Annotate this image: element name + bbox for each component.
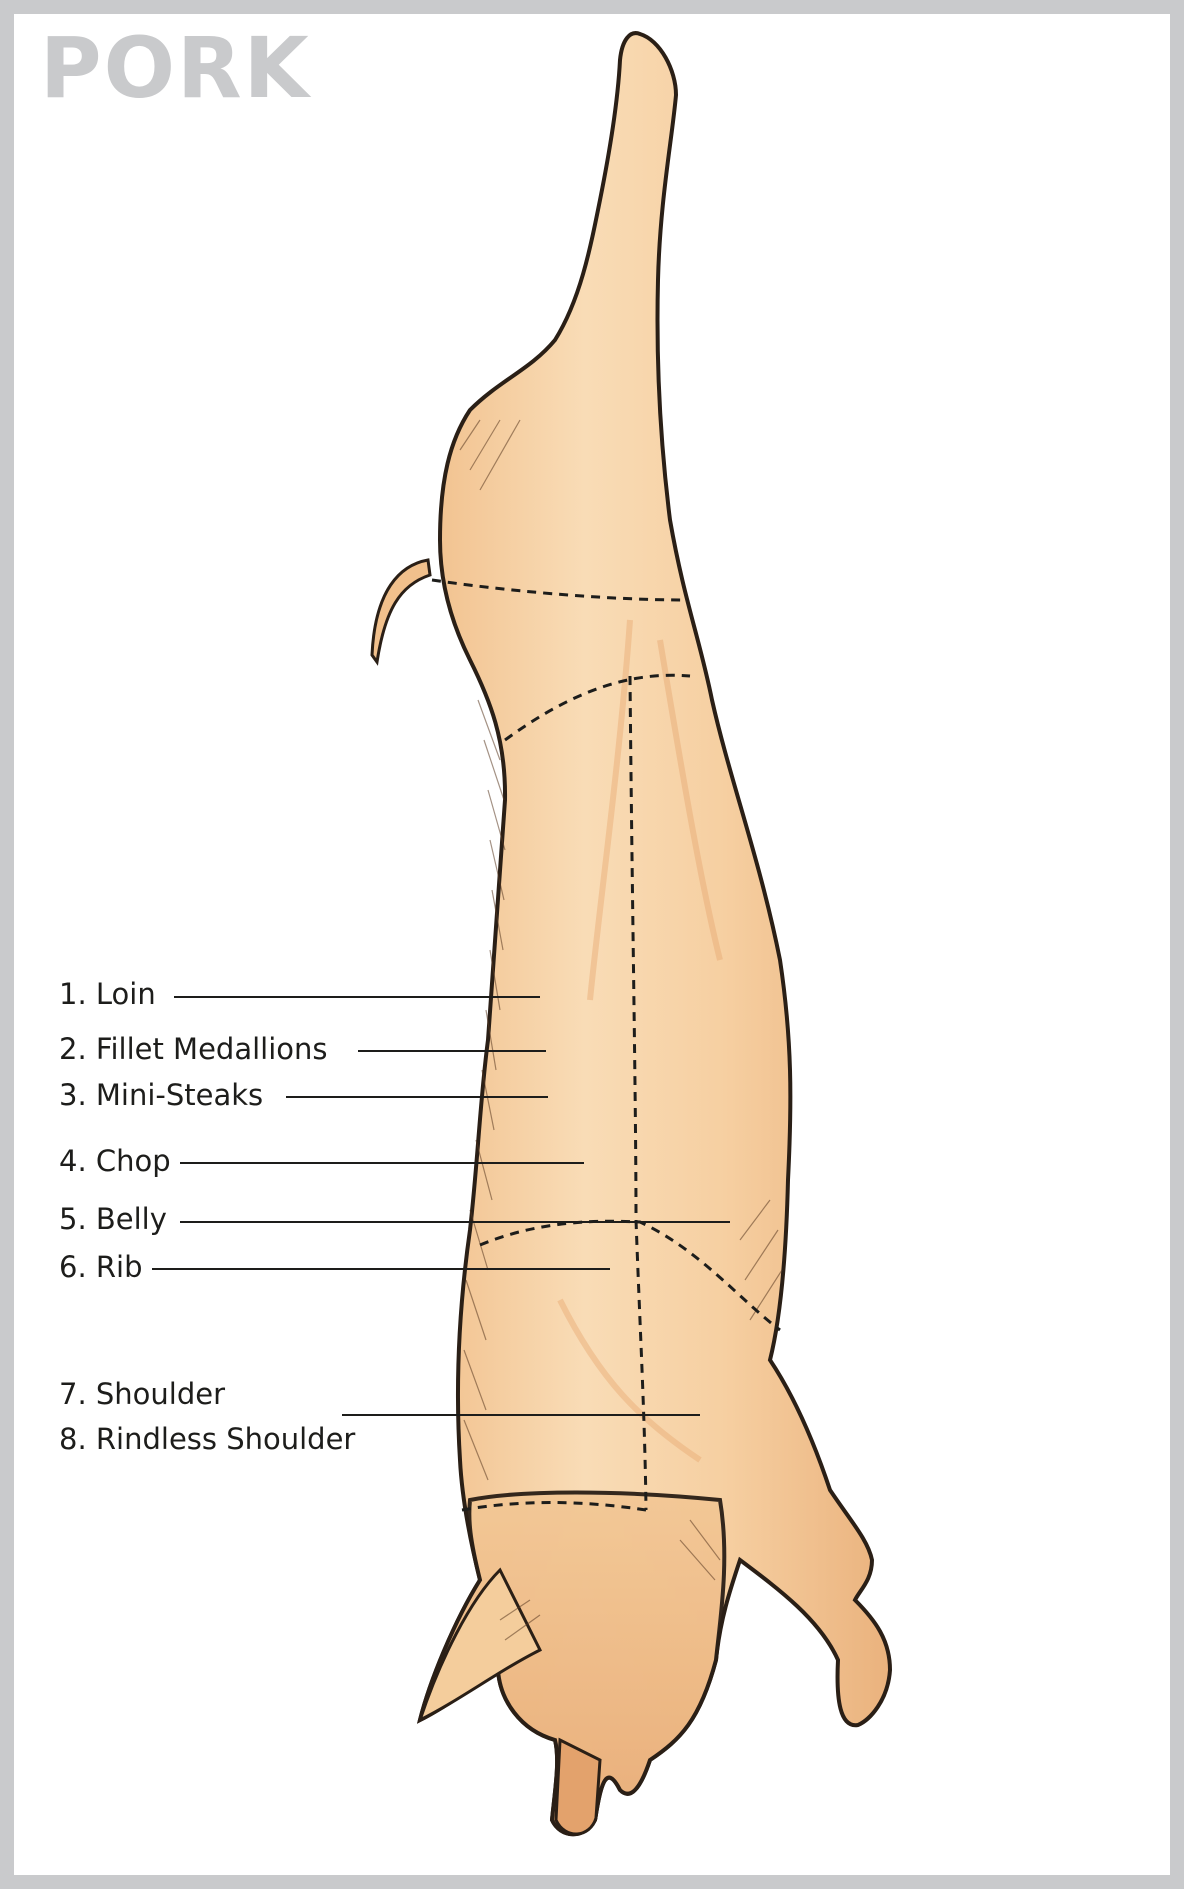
hatching: [459, 419, 783, 1641]
label-shoulder: 7. Shoulder: [59, 1377, 226, 1411]
cut-line-spine: [628, 675, 648, 1511]
label-mini-steaks: 3. Mini-Steaks: [59, 1078, 264, 1112]
label-belly: 5. Belly: [59, 1202, 167, 1236]
muscle-shading: [557, 619, 723, 1463]
tail-shape: [370, 558, 432, 666]
label-rib: 6. Rib: [59, 1250, 143, 1284]
snout-shape: [554, 1737, 602, 1836]
cut-line-neck: [461, 1501, 647, 1512]
label-rindless-shoulder: 8. Rindless Shoulder: [59, 1422, 356, 1456]
ear-shape: [417, 1567, 543, 1723]
cut-line-loin-top: [504, 673, 691, 742]
label-chop: 4. Chop: [59, 1144, 171, 1178]
label-loin: 1. Loin: [59, 977, 156, 1011]
label-fillet-medallions: 2. Fillet Medallions: [59, 1032, 328, 1066]
diagram-title: PORK: [40, 19, 311, 117]
